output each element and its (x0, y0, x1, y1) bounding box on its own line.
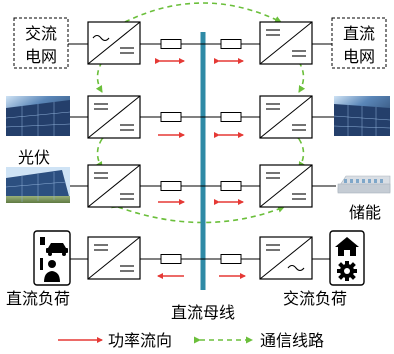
fuse-right-4 (220, 254, 242, 264)
comm-line-right-2 (292, 132, 306, 169)
fuse-right-3 (220, 181, 242, 191)
fuse-right-2 (220, 112, 242, 122)
solar-panel-icon (5, 96, 71, 136)
ac-grid-label-line2: 电网 (25, 47, 57, 66)
home-icon (335, 237, 359, 256)
dc-dc-converter-icon (259, 164, 313, 208)
fuse-left-3 (160, 181, 182, 191)
comm-line-right-1 (292, 55, 306, 93)
comm-line-bottom (111, 201, 285, 224)
comm-line-top (118, 2, 282, 28)
dc-dc-converter-icon (259, 95, 313, 139)
legend: 功率流向 通信线路 (58, 331, 324, 350)
comm-line-left-2 (95, 132, 109, 169)
external-links (68, 43, 336, 260)
comm-line-left-1 (95, 55, 109, 93)
pv-label: 光伏 (18, 148, 50, 167)
storage-label: 储能 (349, 203, 381, 222)
dc-grid-box (331, 17, 387, 69)
ac-dc-converter-icon (87, 21, 141, 65)
solar-panel-icon (333, 96, 391, 136)
dc-grid-label-line2: 电网 (343, 47, 375, 66)
solar-panel-icon (5, 167, 70, 203)
power-flow-arrows (155, 58, 246, 279)
gear-icon (337, 261, 357, 281)
fuse-right-1 (220, 39, 242, 49)
battery-storage-icon (337, 175, 391, 194)
ac-load-label: 交流负荷 (283, 289, 347, 308)
ev-charger-icon (33, 230, 71, 286)
dc-ac-converter-icon (259, 236, 313, 280)
fuse-left-4 (160, 254, 182, 264)
dc-dc-converter-icon (87, 95, 141, 139)
ac-dc-converter-icon (259, 21, 313, 65)
legend-communication-label: 通信线路 (260, 331, 324, 350)
ac-grid-label-line1: 交流 (25, 24, 57, 43)
ac-load-icon (329, 230, 365, 286)
connections (140, 39, 260, 264)
legend-power-flow-label: 功率流向 (108, 331, 172, 350)
dc-dc-converter-icon (87, 164, 141, 208)
dc-dc-converter-icon (87, 236, 141, 280)
dc-bus-label: 直流母线 (171, 303, 235, 322)
dc-load-label: 直流负荷 (6, 289, 70, 308)
fuse-left-1 (160, 39, 182, 49)
ac-grid-box (13, 17, 69, 69)
fuse-left-2 (160, 112, 182, 122)
dc-grid-label-line1: 直流 (343, 24, 375, 43)
